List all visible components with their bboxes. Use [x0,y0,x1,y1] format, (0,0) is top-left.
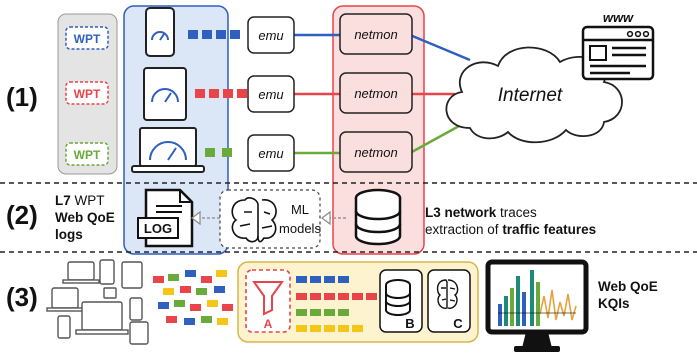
l3-bold: L3 network [425,205,497,220]
l3-line2-bold: traffic features [502,222,597,237]
filter-icon [252,281,284,316]
l7-line3: logs [55,227,83,242]
log-file-icon: LOG [137,188,194,248]
brain-icon [231,197,277,243]
kqi-caption: Web QoE KQIs [598,278,658,312]
mixed-traffic-dots [153,270,233,325]
kqi-line1: Web QoE [598,279,658,294]
arrow-ml-to-log [191,210,220,226]
wpt-box-red: WPT [65,81,109,105]
emu-text-3: emu [258,146,283,161]
wpt-text-blue: WPT [74,32,101,46]
database-small-icon [385,279,411,316]
brain-box: C [427,269,471,333]
l3-line2-rest: extraction of [425,222,499,237]
l7-rest: WPT [74,193,105,208]
filter-label: A [264,317,273,331]
netmon-text-2: netmon [354,86,397,101]
phone-icon [145,7,175,57]
netmon-box-2: netmon [339,72,413,114]
wpt-text-red: WPT [74,87,101,101]
tablet-icon [143,67,187,121]
netmon-panel [332,5,425,255]
internet-label: Internet [498,85,563,106]
netmon-text-3: netmon [354,145,397,160]
wpt-box-green: WPT [65,142,109,166]
emu-box-3: emu [247,134,295,172]
arrow-db-to-ml [321,210,346,226]
netmon-box-3: netmon [339,131,413,173]
brain-small-icon [436,279,459,309]
db-box: B [379,269,423,333]
device-group-icon [46,259,149,345]
l7-bold: L7 [55,193,71,208]
ml-label-line2: models [279,221,321,236]
emu-text-1: emu [258,28,283,43]
db-label: B [405,316,414,331]
l7-caption: L7 WPT Web QoE logs [55,192,115,243]
laptop-icon [131,127,205,173]
wpt-text-green: WPT [74,148,101,162]
ml-models-box: ML models [219,189,321,249]
emu-box-2: emu [247,75,295,113]
database-icon [354,188,402,246]
l7-line2: Web QoE [55,210,115,225]
section-label-3: (3) [6,282,38,312]
blue-dots [188,30,240,39]
emu-box-1: emu [247,16,295,54]
ml-label-line1: ML [291,202,309,217]
kqi-line2: KQIs [598,296,630,311]
sorted-traffic-dots [296,276,377,332]
webpage-icon: www [581,10,655,81]
section-label-1: (1) [6,82,38,112]
l3-rest: traces [500,205,537,220]
green-dots [205,148,232,157]
www-label: www [603,10,634,25]
monitor-chart-icon [485,259,589,352]
filter-box: A [245,269,291,333]
netmon-text-1: netmon [354,27,397,42]
brain-label: C [453,316,463,331]
red-dots [195,89,247,98]
blue-internet-link [409,33,471,62]
log-label: LOG [144,221,172,236]
l3-caption: L3 network traces extraction of traffic … [425,204,596,238]
emu-text-2: emu [258,87,283,102]
netmon-box-1: netmon [339,13,413,55]
wpt-box-blue: WPT [65,26,109,50]
section-label-2: (2) [6,200,38,230]
